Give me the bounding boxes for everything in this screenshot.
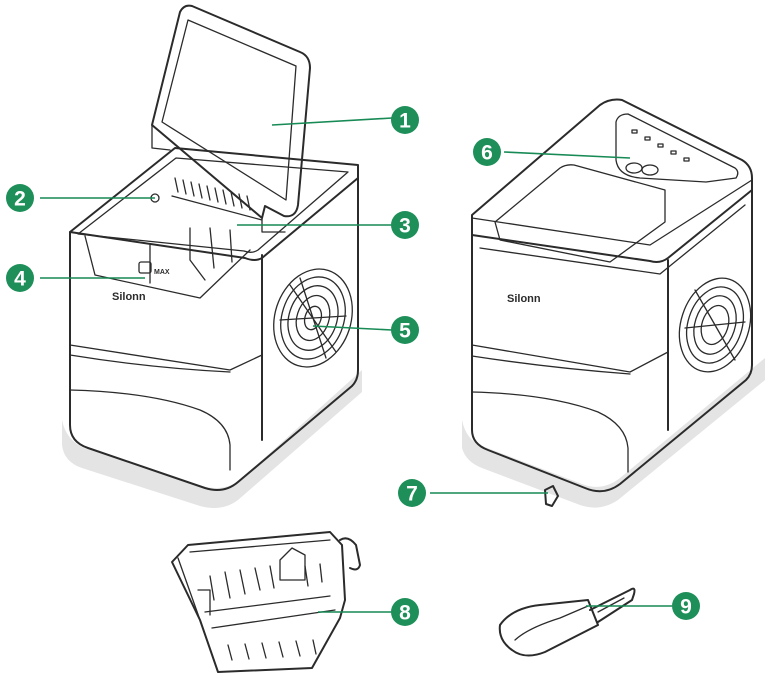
callout-number-4: 4 xyxy=(14,268,26,291)
callout-badge-7 xyxy=(398,479,426,507)
callout-2: 2 xyxy=(6,184,34,212)
callout-6: 6 xyxy=(473,138,501,166)
callout-badge-6 xyxy=(473,138,501,166)
callout-badge-5 xyxy=(391,316,419,344)
control-panel xyxy=(615,113,739,183)
callout-badge-3 xyxy=(391,211,419,239)
callout-badge-1 xyxy=(391,106,419,134)
lid-window xyxy=(494,164,666,263)
basket-window-left xyxy=(69,389,231,471)
callout-badge-4 xyxy=(6,264,34,292)
shadow-right xyxy=(462,358,765,508)
scoop-handle xyxy=(589,587,636,623)
basket-handle xyxy=(339,537,361,571)
lid-open xyxy=(151,4,311,219)
callout-7: 7 xyxy=(398,479,426,507)
max-label: MAX xyxy=(154,269,170,276)
top-rim-left xyxy=(69,147,359,261)
callout-number-3: 3 xyxy=(399,215,411,238)
body-left xyxy=(69,174,359,491)
basket-window-right xyxy=(471,391,629,473)
ice-basket xyxy=(171,531,361,673)
ice-tray-fingers xyxy=(171,177,263,221)
body-right xyxy=(471,181,753,493)
callout-number-6: 6 xyxy=(481,142,493,165)
callout-number-5: 5 xyxy=(399,320,411,343)
callout-9: 9 xyxy=(672,592,700,620)
callout-leaders xyxy=(40,117,672,613)
max-water-line xyxy=(138,261,152,274)
callout-badge-8 xyxy=(391,598,419,626)
shadow-left xyxy=(62,370,362,508)
ice-maker-open-lid: MAX Silonn xyxy=(62,4,362,508)
fan-vent-right xyxy=(678,277,752,373)
top-lid-right xyxy=(471,98,753,263)
callout-8: 8 xyxy=(391,598,419,626)
callout-1: 1 xyxy=(391,106,419,134)
callout-4: 4 xyxy=(6,264,34,292)
brand-logo-right: Silonn xyxy=(507,293,541,305)
callout-number-9: 9 xyxy=(680,596,692,619)
brand-logo-left: Silonn xyxy=(112,291,146,303)
callout-number-2: 2 xyxy=(14,188,26,211)
power-button xyxy=(625,162,643,174)
drain-plug xyxy=(544,485,559,507)
callout-5: 5 xyxy=(391,316,419,344)
select-button xyxy=(641,164,659,176)
callout-3: 3 xyxy=(391,211,419,239)
ice-scoop xyxy=(498,587,636,657)
panel-indicator-lights xyxy=(631,129,690,162)
callout-number-8: 8 xyxy=(399,602,411,625)
fan-vent-left xyxy=(273,268,353,368)
ice-basket-well xyxy=(84,235,251,299)
callout-number-7: 7 xyxy=(406,483,418,506)
ice-maker-closed-lid: Silonn xyxy=(462,98,765,508)
callout-number-1: 1 xyxy=(399,110,411,133)
callout-badge-2 xyxy=(6,184,34,212)
callout-badge-9 xyxy=(672,592,700,620)
